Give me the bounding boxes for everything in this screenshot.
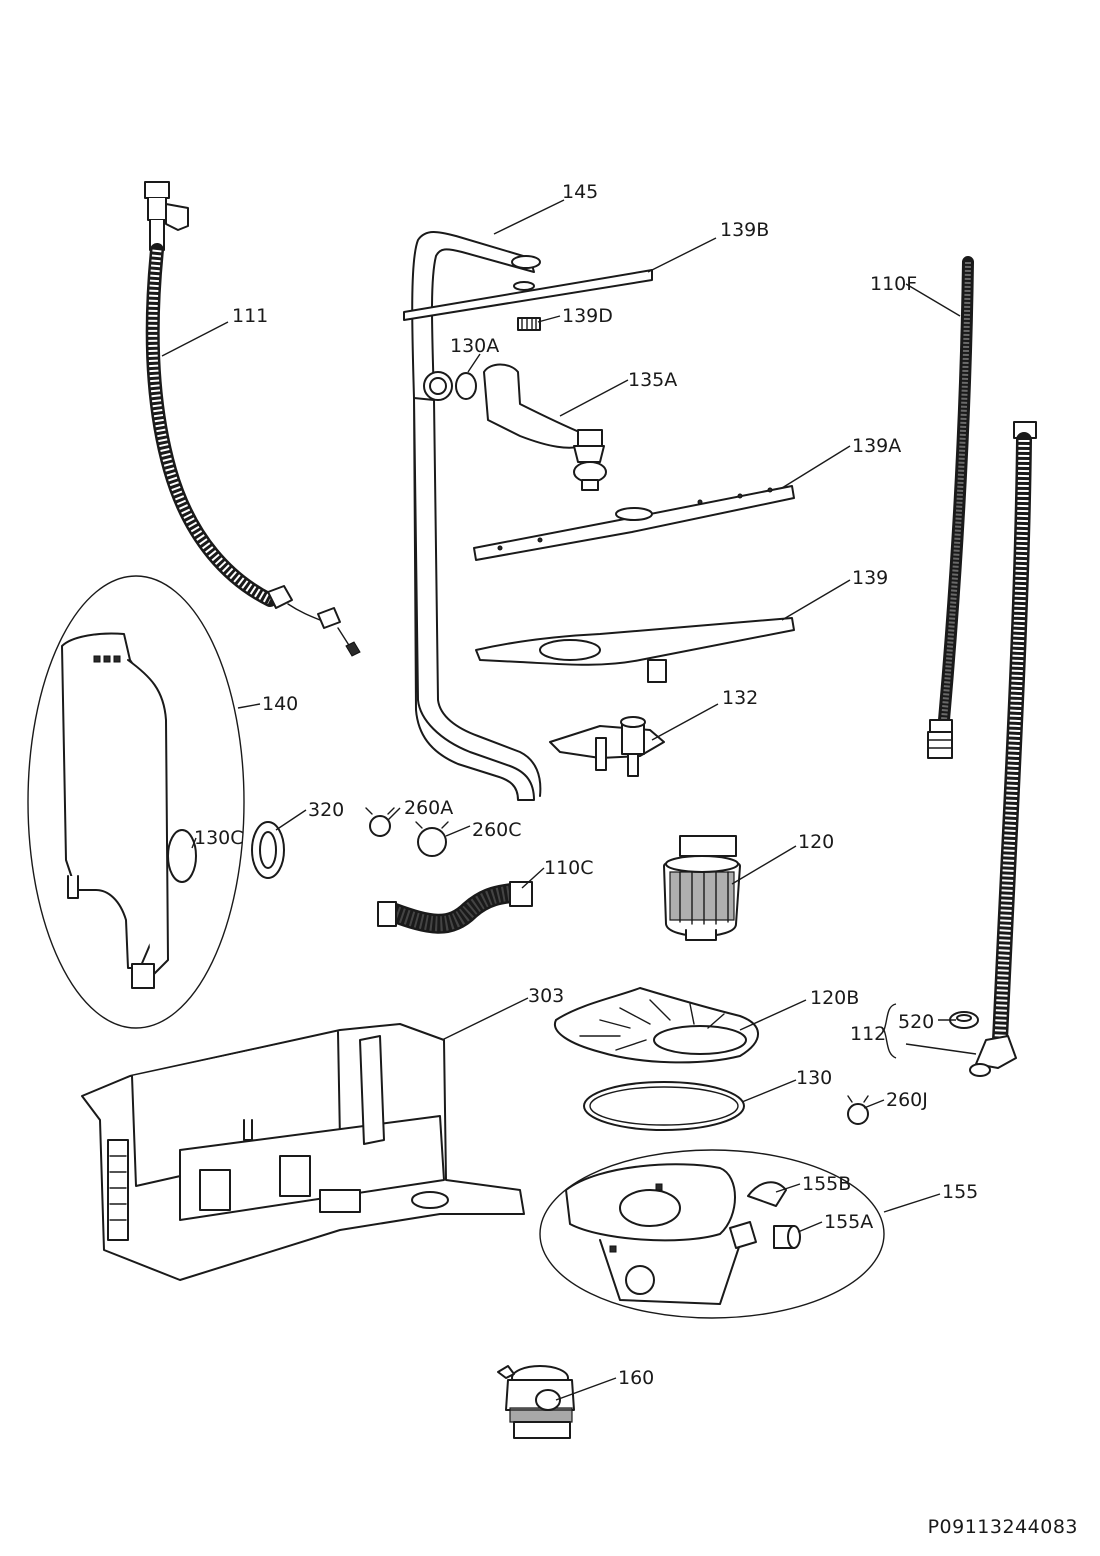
label-110C: 110C [544,857,594,879]
label-320: 320 [308,799,344,821]
label-120: 120 [798,831,834,853]
part-135A-arm-support [483,363,607,491]
label-139A: 139A [852,435,901,457]
part-139B-top-spray-arm [403,269,653,321]
label-139: 139 [852,567,888,589]
label-130: 130 [796,1067,832,1089]
label-303: 303 [528,985,564,1007]
part-320-gasket [251,821,285,879]
label-132: 132 [722,687,758,709]
label-520: 520 [898,1011,934,1033]
label-260A: 260A [404,797,453,819]
label-110F: 110F [870,273,917,295]
part-120-filter [663,835,741,941]
part-labels: 145 139B 110F 111 139D 130A 135A 139A 13… [194,181,978,1389]
part-155A-connector [773,1225,801,1249]
label-155: 155 [942,1181,978,1203]
part-520-clip [949,1011,979,1029]
part-155B-valve [747,1181,787,1207]
label-260J: 260J [886,1089,928,1111]
part-132-bearing [549,716,665,777]
part-139A-middle-spray-arm [473,485,795,561]
label-120B: 120B [810,987,859,1009]
part-155-sump-detail [539,1149,885,1319]
part-160-pump [497,1365,575,1439]
part-130C-seal [167,829,197,883]
label-139B: 139B [720,219,769,241]
part-260J-clamp [847,1095,869,1125]
part-120B-filter-plate [553,987,759,1064]
label-155A: 155A [824,1211,873,1233]
label-135A: 135A [628,369,677,391]
label-130C: 130C [194,827,244,849]
document-number: P09113244083 [927,1516,1078,1538]
part-145-supply-pipe [411,231,542,801]
label-111: 111 [232,305,268,327]
part-110F-drain-hose [927,256,974,759]
part-112-long-hose [969,421,1037,1077]
label-260C: 260C [472,819,522,841]
part-139-lower-spray-arm [475,617,795,683]
leader-lines [161,199,977,1401]
part-139D-nut [517,317,541,331]
part-130A-seal [455,372,477,400]
part-111-inlet-hose [144,181,361,657]
part-260A-clamp [365,807,395,837]
part-260C-clamp [415,821,449,857]
label-160: 160 [618,1367,654,1389]
part-140-detail [27,575,245,1029]
part-130-large-seal [583,1081,745,1131]
label-112: 112 [850,1023,886,1045]
part-110C-connector-hose [377,881,533,934]
label-130A: 130A [450,335,499,357]
part-303-base-frame [81,1023,525,1281]
label-140: 140 [262,693,298,715]
label-155B: 155B [802,1173,851,1195]
label-145: 145 [562,181,598,203]
label-139D: 139D [562,305,613,327]
